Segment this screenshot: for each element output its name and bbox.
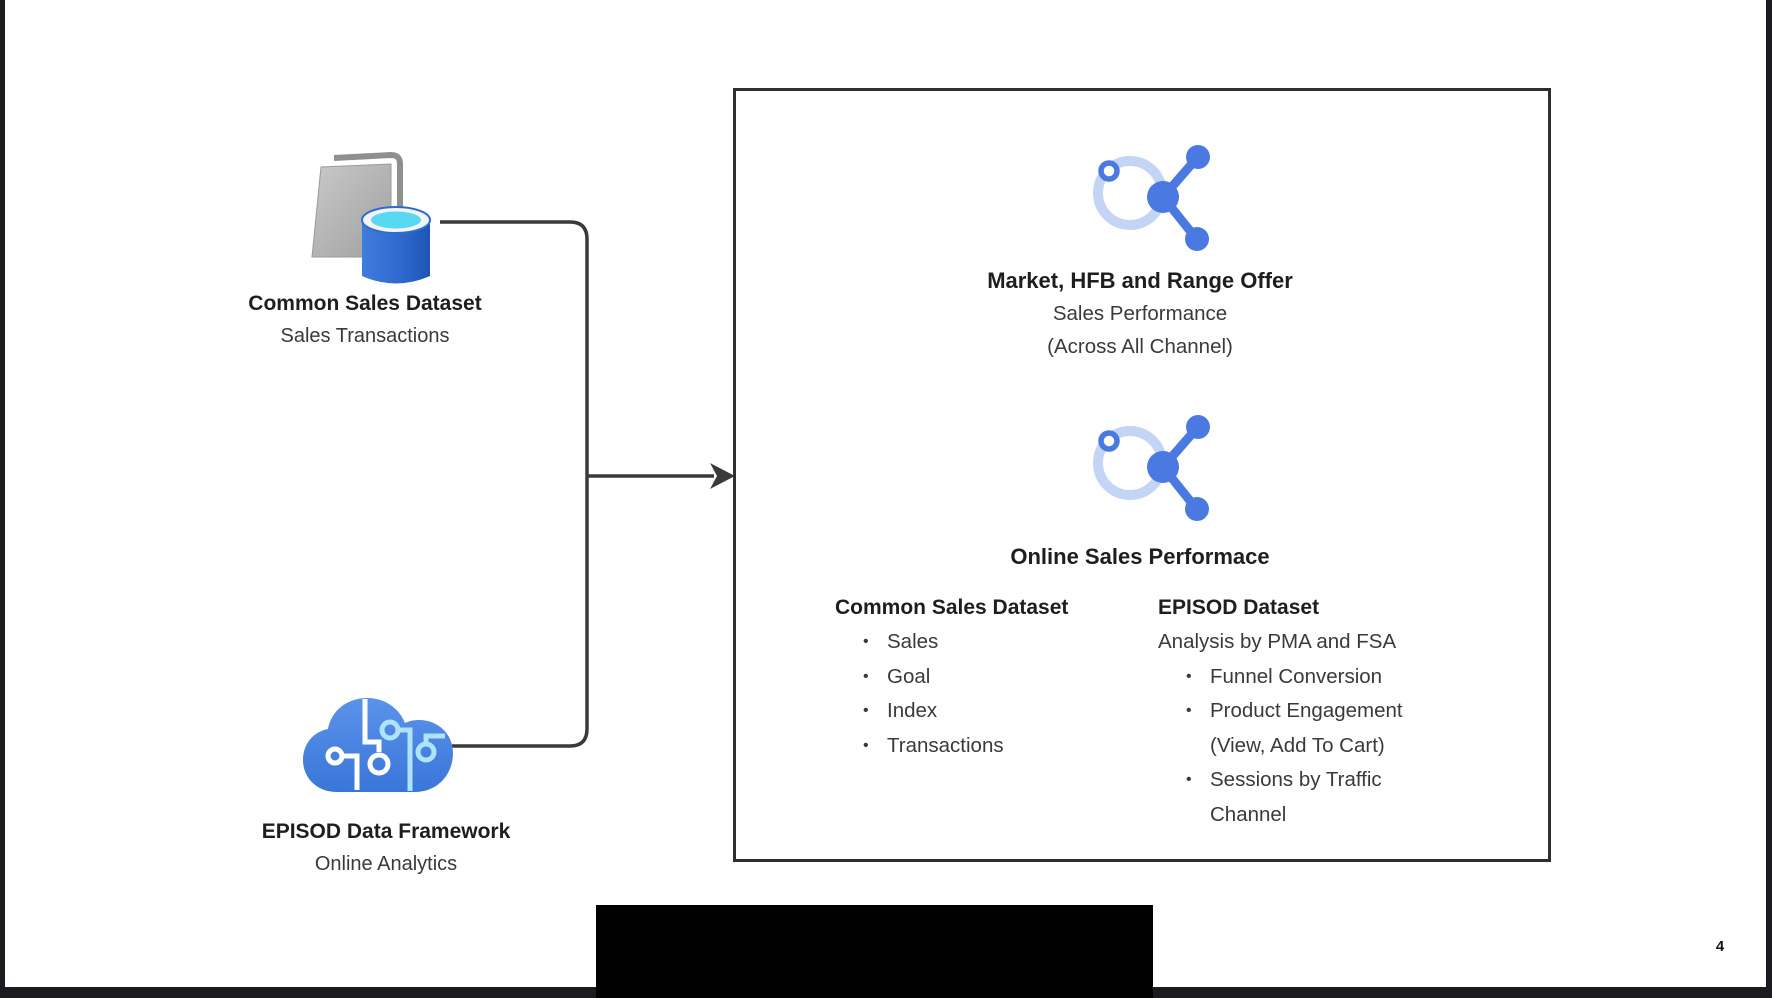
section-title: Market, HFB and Range Offer [987, 268, 1293, 293]
section-market-hfb-range-offer: Market, HFB and Range Offer Sales Perfor… [940, 264, 1340, 363]
column-heading: Common Sales Dataset [835, 596, 1069, 619]
page-number: 4 [1715, 938, 1725, 955]
bullet-item: Product Engagement (View, Add To Cart) [1158, 694, 1458, 763]
bullet-item: Sessions by Traffic Channel [1158, 763, 1458, 832]
bullet-item: Index [835, 694, 1120, 729]
source-title: Common Sales Dataset [248, 292, 482, 315]
source-title: EPISOD Data Framework [261, 820, 511, 843]
source-subtitle: Online Analytics [314, 853, 458, 875]
arrow-head-icon [710, 463, 735, 489]
bullet-list: Sales Goal Index Transactions [835, 625, 1120, 763]
bullet-item: Funnel Conversion [1158, 660, 1458, 695]
bullet-list: Funnel Conversion Product Engagement (Vi… [1158, 660, 1458, 833]
database-document-icon [311, 152, 431, 284]
source-subtitle: Sales Transactions [280, 325, 450, 347]
bullet-item: Goal [835, 660, 1120, 695]
share-network-icon [1093, 415, 1210, 521]
section-title: Online Sales Performace [1010, 544, 1270, 569]
bullet-item: Transactions [835, 729, 1120, 764]
frame-edge-right [1766, 0, 1772, 998]
source-common-sales-dataset: Common Sales Dataset Sales Transactions [215, 288, 515, 353]
section-line: Sales Performance [1052, 302, 1228, 325]
section-line: (Across All Channel) [1047, 335, 1233, 358]
source-episod-data-framework: EPISOD Data Framework Online Analytics [236, 816, 536, 881]
column-intro: Analysis by PMA and FSA [1158, 630, 1397, 653]
column-episod-dataset: EPISOD Dataset Analysis by PMA and FSA F… [1158, 590, 1458, 832]
column-common-sales-dataset: Common Sales Dataset Sales Goal Index Tr… [835, 590, 1120, 763]
column-heading: EPISOD Dataset [1158, 596, 1320, 619]
share-network-icon [1093, 145, 1210, 251]
redacted-block [596, 905, 1153, 998]
bullet-item: Sales [835, 625, 1120, 660]
cloud-circuit-icon [303, 698, 453, 792]
frame-edge-left [0, 0, 5, 998]
section-online-sales-performance: Online Sales Performace [940, 540, 1340, 573]
